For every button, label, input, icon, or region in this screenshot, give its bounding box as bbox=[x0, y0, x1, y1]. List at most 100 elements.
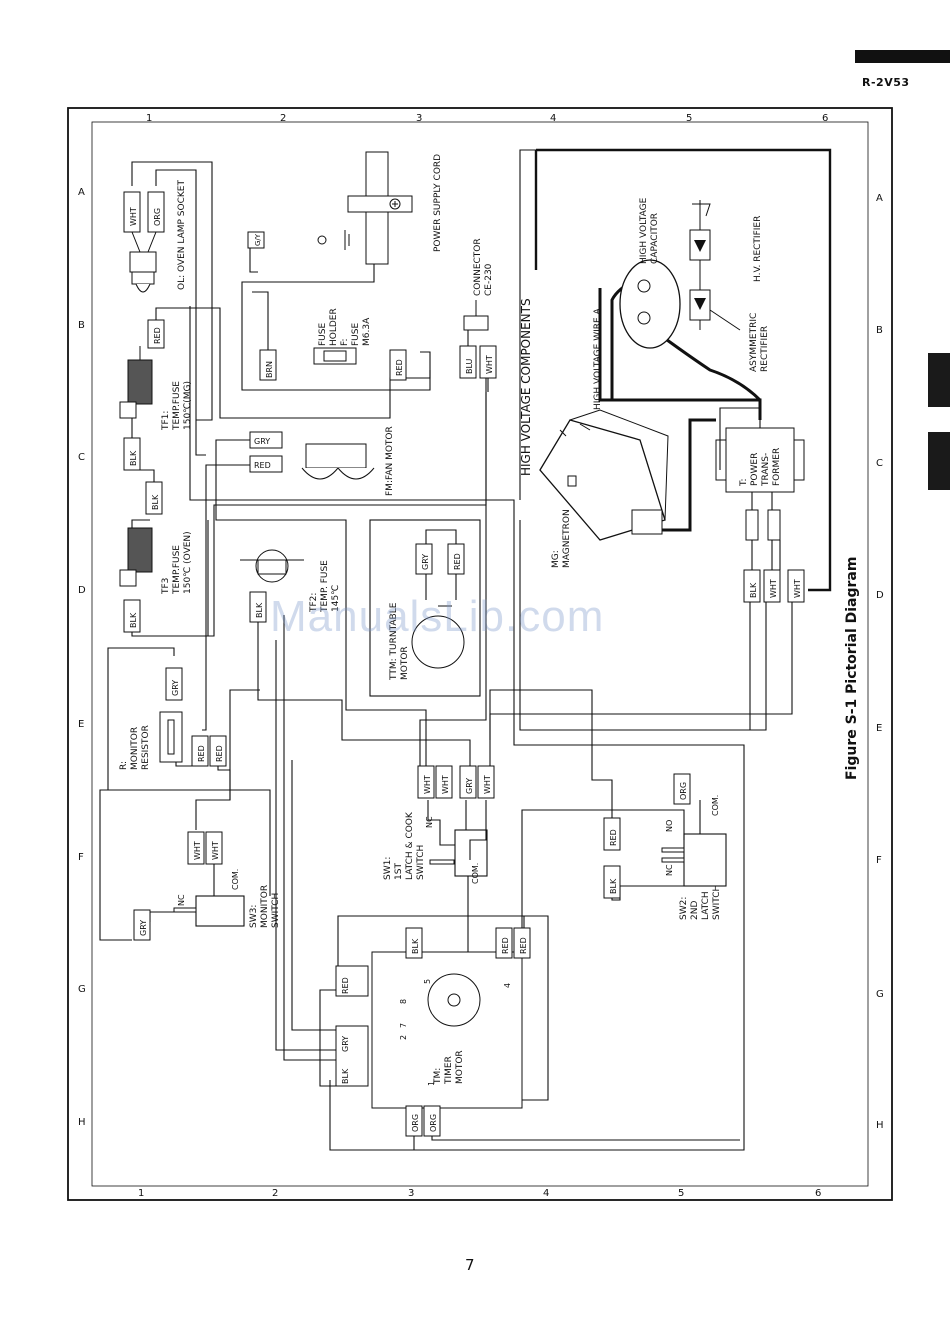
tf3-temp-fuse bbox=[119, 527, 153, 587]
grid-row-label: A bbox=[78, 187, 85, 198]
wire-tag-text: RED bbox=[609, 829, 618, 846]
wire-tag: GRY BLK bbox=[335, 1025, 369, 1087]
wire-tag-text: GRY bbox=[465, 778, 474, 794]
grid-col-label: 4 bbox=[543, 1188, 549, 1199]
monitor-resistor-label: R: bbox=[119, 761, 129, 770]
transformer-label: T: bbox=[739, 478, 749, 487]
terminal-label: NO bbox=[665, 820, 674, 832]
sw1-label: SW1: bbox=[383, 857, 393, 880]
sw2-label: SW2: bbox=[679, 897, 689, 920]
wire-tag-text: BLK bbox=[411, 938, 420, 954]
hv-capacitor-label: HIGH VOLTAGE bbox=[639, 197, 649, 264]
timer-label: TIMER bbox=[444, 1056, 454, 1085]
fuse-label: F: bbox=[340, 338, 350, 346]
power-transformer bbox=[715, 427, 805, 541]
wire-tag-text: GRY bbox=[421, 554, 430, 570]
sw3-label: SWITCH bbox=[271, 893, 281, 928]
grid-col-label: 2 bbox=[272, 1188, 278, 1199]
wire-tag: WHT bbox=[787, 569, 805, 603]
tf1-label: TF1: bbox=[161, 411, 171, 431]
wire-tag: RED bbox=[249, 455, 283, 473]
hv-capacitor-label: CAPACITOR bbox=[650, 213, 660, 264]
sw1-label: 1ST bbox=[394, 863, 404, 880]
wire-tag: WHT bbox=[435, 765, 453, 799]
asym-rectifier-label: ASYMMETRIC bbox=[749, 313, 759, 372]
wire-tag: RED bbox=[147, 319, 165, 349]
wire-tag-text: GRY bbox=[254, 437, 270, 446]
wire-tag: BLU bbox=[459, 345, 477, 379]
wire-tag-text: RED bbox=[341, 977, 350, 994]
tf3-label: TEMP.FUSE bbox=[172, 545, 182, 595]
terminal-label: NC bbox=[177, 894, 186, 906]
timer-pin: 2 bbox=[399, 1035, 408, 1040]
terminal-label: COM. bbox=[231, 869, 240, 890]
monitor-resistor-label: MONITOR bbox=[130, 727, 140, 770]
wire-tag-text: ORG bbox=[679, 782, 688, 800]
tf2-label: 145℃ bbox=[331, 585, 341, 612]
sw1-label: LATCH & COOK bbox=[405, 811, 415, 880]
wire-tag: WHT bbox=[477, 765, 495, 799]
wire-tag-text: BLK bbox=[151, 494, 160, 510]
grid-col-label: 6 bbox=[822, 113, 828, 124]
grid-row-label: D bbox=[876, 590, 884, 601]
wire-tag: ORG bbox=[147, 191, 165, 233]
timer-label: MOTOR bbox=[455, 1050, 465, 1084]
timer-motor bbox=[371, 951, 523, 1109]
model-number: R-2V53 bbox=[862, 76, 910, 89]
wire-tag-text: ORG bbox=[429, 1114, 438, 1132]
wire-tag-text: WHT bbox=[485, 355, 494, 374]
timer-pin: 1 bbox=[427, 1081, 436, 1086]
sw1-label: SWITCH bbox=[416, 845, 426, 880]
inner-frame bbox=[91, 121, 869, 1187]
wire-tag-text: RED bbox=[215, 745, 224, 762]
tf1-label: TEMP.FUSE bbox=[172, 381, 182, 431]
wire-tag-text: RED bbox=[453, 553, 462, 570]
wire-tag: RED bbox=[447, 543, 465, 575]
wire-tag: GRY bbox=[459, 765, 477, 799]
wire-tag-text: BLK bbox=[255, 602, 264, 618]
fan-motor bbox=[301, 443, 375, 480]
magnetron bbox=[539, 409, 669, 541]
wire-tag-text: ORG bbox=[153, 208, 162, 226]
grid-row-label: G bbox=[876, 989, 884, 1000]
page-number: 7 bbox=[465, 1256, 475, 1274]
wire-tag-text: RED bbox=[197, 745, 206, 762]
wire-tag: BLK bbox=[743, 569, 761, 603]
wire-tag-text: BLU bbox=[465, 358, 474, 374]
sw2-label: SWITCH bbox=[712, 885, 722, 920]
grid-row-label: H bbox=[78, 1117, 86, 1128]
wire-tag-text: RED bbox=[519, 937, 528, 954]
wire-tag-text: BLK bbox=[341, 1068, 350, 1084]
hv-wire bbox=[598, 288, 762, 420]
tf2-label: TF2: bbox=[309, 593, 319, 613]
turntable-motor bbox=[411, 615, 465, 669]
wire-tag-text: WHT bbox=[441, 775, 450, 794]
power-cord bbox=[317, 151, 413, 265]
grid-col-label: 1 bbox=[138, 1188, 144, 1199]
wire-tag: ORG bbox=[405, 1105, 423, 1137]
wire-tag: BLK bbox=[603, 865, 621, 899]
wire-tag: WHT bbox=[479, 345, 497, 379]
hv-rectifier-label: H.V. RECTIFIER bbox=[753, 216, 763, 282]
wire-tag: RED bbox=[513, 927, 531, 959]
wire-tag-text: WHT bbox=[793, 579, 802, 598]
timer-pin: 7 bbox=[399, 1023, 408, 1028]
wire-tag: RED bbox=[209, 735, 227, 767]
wire-tag: RED bbox=[389, 349, 407, 381]
timer-label: TM: bbox=[433, 1068, 443, 1085]
wire-tag: RED bbox=[495, 927, 513, 959]
grid-row-label: G bbox=[78, 984, 86, 995]
grid-row-label: F bbox=[876, 855, 882, 866]
sw2-label: 2ND bbox=[690, 901, 700, 920]
power-cord-label: POWER SUPPLY CORD bbox=[433, 154, 443, 252]
tf3-label: TF3 bbox=[161, 578, 171, 595]
turntable-label: MOTOR bbox=[400, 646, 410, 680]
tf3-label: 150℃ (OVEN) bbox=[183, 531, 193, 594]
terminal-label: COM. bbox=[711, 795, 720, 816]
hv-capacitor bbox=[619, 259, 681, 349]
wire-tag-text: ORG bbox=[411, 1114, 420, 1132]
grid-col-label: 2 bbox=[280, 113, 286, 124]
outer-frame bbox=[67, 107, 893, 1201]
grid-rows-left: A B C D E F G H bbox=[78, 187, 86, 1128]
wire-tag: GRY bbox=[249, 431, 283, 449]
